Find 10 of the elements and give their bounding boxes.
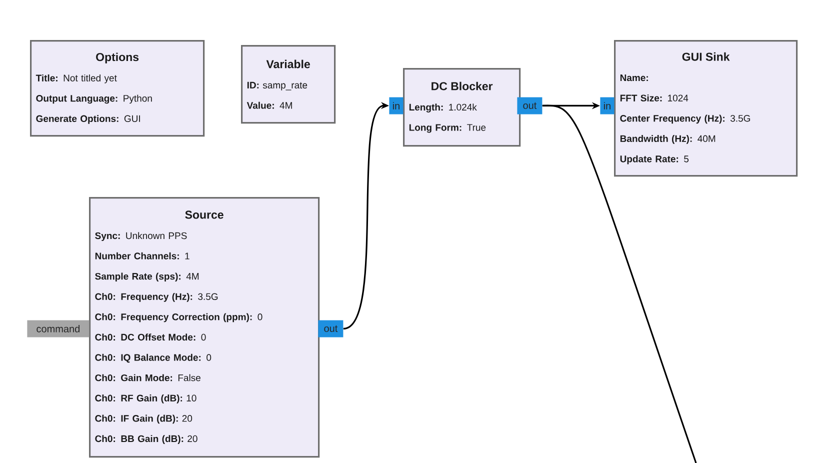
block-box: Source Sync: Unknown PPS Number Channels: 1 Sample Rate (sps): 4M Ch0: Frequency (Hz): 3.5G Ch0: Frequency Correction (ppm): 0 Ch0: DC Offset Mode: 0 Ch0: IQ Balance Mode: 0 Ch0: Gain Mode: False Ch0: RF Gain (dB): 10 Ch0: IF Gain (dB): 20 Ch0: BB Gain (dB): 20 bbox=[89, 197, 320, 458]
block-box: Options Title: Not titled yet Output Language: Python Generate Options: GUI bbox=[30, 40, 205, 137]
port-tab: out bbox=[318, 320, 344, 338]
block-box: DC Blocker Length: 1.024k Long Form: True bbox=[403, 68, 521, 147]
port-tab: in bbox=[600, 97, 614, 114]
port-tab: in bbox=[389, 97, 404, 114]
port-tab: command bbox=[27, 320, 90, 338]
block-box: Variable ID: samp_rate Value: 4M bbox=[241, 45, 336, 124]
block-box: GUI Sink Name: FFT Size: 1024 Center Frequency (Hz): 3.5G Bandwidth (Hz): 40M Update Rate: 5 bbox=[614, 40, 798, 177]
port-tab: out bbox=[517, 97, 542, 114]
